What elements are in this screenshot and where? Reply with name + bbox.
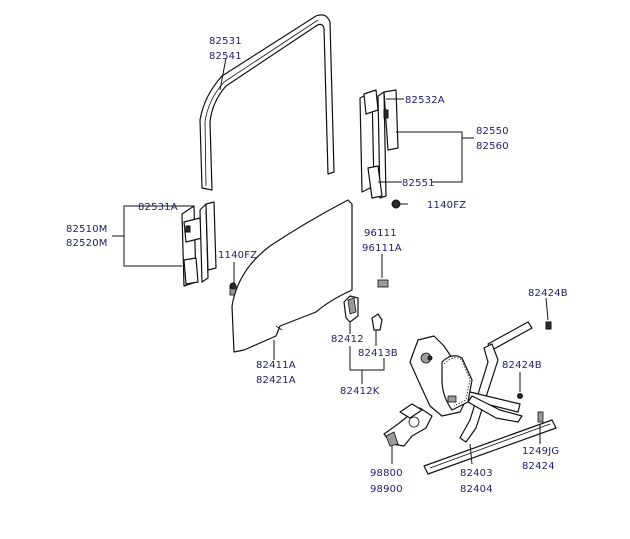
label-82531a: 82531A	[138, 202, 178, 213]
window-motor	[383, 403, 433, 447]
label-82404: 82404	[460, 484, 493, 495]
front-channel-assembly	[181, 201, 217, 287]
label-82541: 82541	[209, 51, 242, 62]
label-82412k: 82412K	[340, 386, 380, 397]
label-82424: 82424	[522, 461, 555, 472]
rear-channel-assembly	[359, 89, 399, 199]
label-96111: 96111	[364, 228, 397, 239]
leader-lines	[112, 57, 549, 465]
label-96111a: 96111A	[362, 243, 402, 254]
screw-1249jg	[537, 411, 544, 423]
pad-96111	[377, 279, 389, 288]
part-labels: 82531 82541 82532A 82550 82560 82551 114…	[66, 36, 568, 495]
label-82560: 82560	[476, 141, 509, 152]
label-82550: 82550	[476, 126, 509, 137]
clip-82413b	[371, 313, 383, 331]
label-82531: 82531	[209, 36, 242, 47]
label-82411a: 82411A	[256, 360, 296, 371]
glass-clip-82412	[343, 295, 359, 323]
bolt-1140fz-left	[229, 282, 237, 296]
label-82424b-top: 82424B	[528, 288, 568, 299]
label-82532a: 82532A	[405, 95, 445, 106]
glass-run-weatherstrip	[199, 14, 335, 191]
door-glass	[231, 199, 353, 353]
label-98900: 98900	[370, 484, 403, 495]
label-1140fz-right: 1140FZ	[427, 200, 466, 211]
label-82421a: 82421A	[256, 375, 296, 386]
label-82551: 82551	[402, 178, 435, 189]
window-regulator	[409, 321, 557, 475]
label-82412: 82412	[331, 334, 364, 345]
label-82403: 82403	[460, 468, 493, 479]
label-82510m: 82510M	[66, 224, 108, 235]
label-82424b-mid: 82424B	[502, 360, 542, 371]
label-1249jg: 1249JG	[522, 446, 559, 457]
label-1140fz-left: 1140FZ	[218, 250, 257, 261]
label-82520m: 82520M	[66, 238, 108, 249]
bolt-1140fz-right	[391, 199, 408, 209]
label-82413b: 82413B	[358, 348, 398, 359]
label-98800: 98800	[370, 468, 403, 479]
